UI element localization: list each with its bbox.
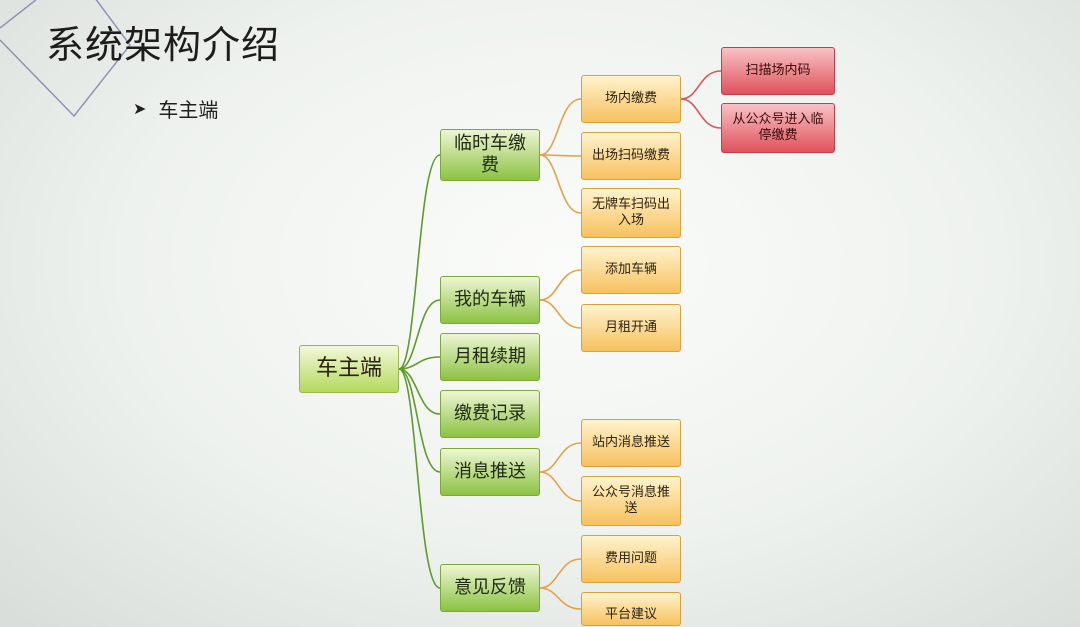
l1-message-push: 消息推送 (440, 448, 540, 496)
l1-feedback: 意见反馈 (440, 564, 540, 612)
connector-l2-in-lot-payment-to-l3-official-account-entry (680, 98, 722, 129)
l2-fee-issue: 费用问题 (581, 535, 681, 583)
arrow-bullet-icon: ➤ (133, 99, 147, 118)
root-node: 车主端 (299, 345, 399, 393)
connector-l2-in-lot-payment-to-l3-scan-in-lot-code (680, 70, 722, 100)
connector-root-node-to-l1-payment-records (398, 368, 441, 415)
connector-root-node-to-l1-my-vehicles (398, 299, 441, 370)
connector-l1-message-push-to-l2-official-account-message (539, 471, 582, 502)
l2-official-account-message: 公众号消息推送 (581, 476, 681, 526)
corner-decoration (0, 0, 131, 118)
l3-official-account-entry: 从公众号进入临停缴费 (721, 103, 835, 153)
l1-my-vehicles: 我的车辆 (440, 276, 540, 324)
l2-monthly-open: 月租开通 (581, 304, 681, 352)
connector-root-node-to-l1-feedback (398, 368, 441, 589)
l3-scan-in-lot-code: 扫描场内码 (721, 47, 835, 95)
connector-l1-feedback-to-l2-fee-issue (539, 558, 582, 589)
l1-payment-records: 缴费记录 (440, 390, 540, 438)
connector-root-node-to-l1-monthly-renewal (398, 356, 441, 370)
bullet-item: ➤ 车主端 (133, 94, 218, 123)
bullet-text: 车主端 (158, 98, 219, 122)
connector-root-node-to-l1-message-push (398, 368, 441, 473)
connector-root-node-to-l1-temp-parking (398, 154, 441, 370)
l2-add-vehicle: 添加车辆 (581, 246, 681, 294)
connector-l1-message-push-to-l2-site-message (539, 442, 582, 473)
l1-monthly-renewal: 月租续期 (440, 333, 540, 381)
l2-in-lot-payment: 场内缴费 (581, 75, 681, 123)
connector-l1-feedback-to-l2-platform-suggestion (539, 587, 582, 610)
connector-l1-temp-parking-to-l2-in-lot-payment (539, 98, 582, 156)
l2-unplated-scan: 无牌车扫码出入场 (581, 188, 681, 238)
connector-l1-temp-parking-to-l2-exit-scan-payment (539, 154, 582, 157)
l2-site-message: 站内消息推送 (581, 419, 681, 467)
l1-temp-parking: 临时车缴费 (440, 129, 540, 181)
l2-exit-scan-payment: 出场扫码缴费 (581, 132, 681, 180)
slide-title: 系统架构介绍 (46, 23, 281, 67)
connector-l1-temp-parking-to-l2-unplated-scan (539, 154, 582, 214)
l2-platform-suggestion: 平台建议 (581, 592, 681, 626)
connector-l1-my-vehicles-to-l2-add-vehicle (539, 269, 582, 301)
connector-l1-my-vehicles-to-l2-monthly-open (539, 299, 582, 329)
